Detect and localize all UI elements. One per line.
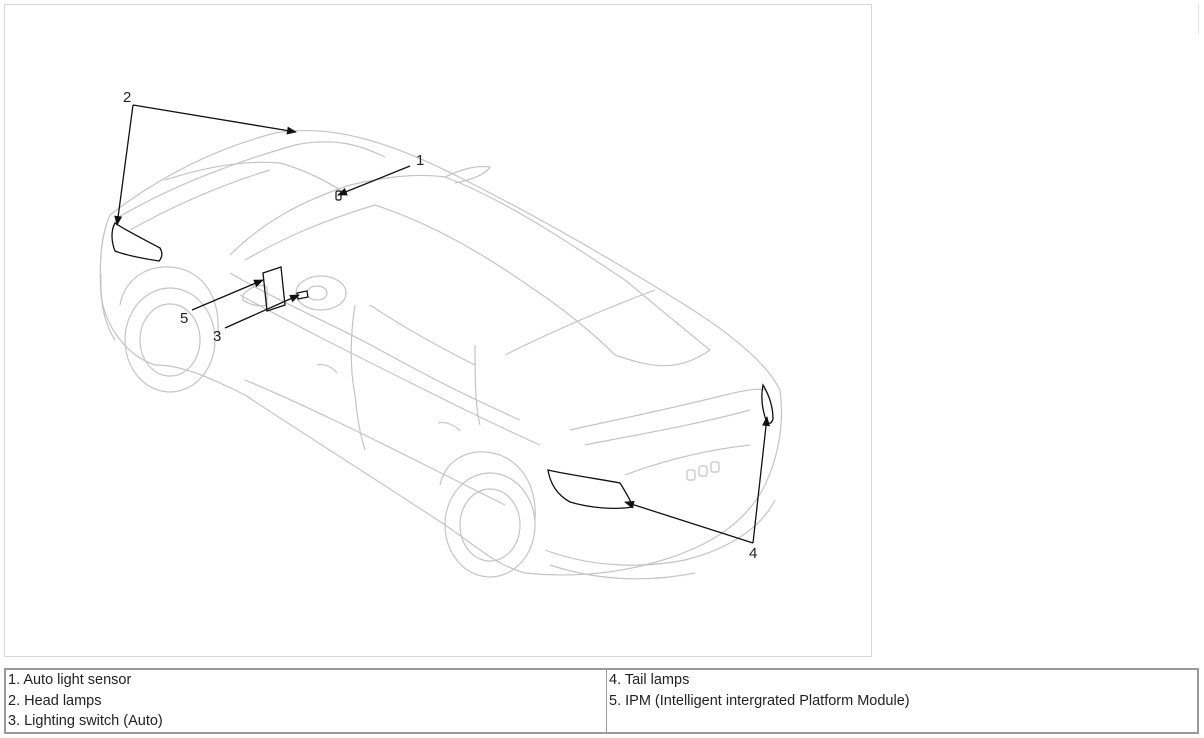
leader-1 [337,165,411,196]
legend-table: 1. Auto light sensor 2. Head lamps 3. Li… [4,668,1199,734]
ipm-part [262,266,286,312]
callout-5: 5 [180,310,188,327]
legend-column-left: 1. Auto light sensor 2. Head lamps 3. Li… [6,670,607,732]
callout-3: 3 [213,328,221,345]
leader-lines [114,104,770,544]
car-diagram: 1 2 3 4 5 [99,89,783,580]
callout-1: 1 [416,152,424,169]
legend-item: 1. Auto light sensor [8,672,132,688]
edge-divider [1198,4,1203,34]
legend-item: 4. Tail lamps [609,672,690,688]
legend-item: 2. Head lamps [8,692,102,709]
leader-2b [114,104,134,226]
leader-4b [752,416,770,544]
legend-column-right: 4. Tail lamps 5. IPM (Intelligent interg… [607,670,1197,732]
leader-4a [624,500,754,544]
leader-3 [224,294,300,329]
auto-light-sensor-part [335,190,342,201]
callout-4: 4 [749,545,757,562]
head-lamp-part [111,222,163,262]
leader-2a [132,104,297,135]
callout-2: 2 [123,89,131,106]
car-body-outline [99,130,783,580]
legend-item: 3. Lighting switch (Auto) [8,713,163,729]
legend-item: 5. IPM (Intelligent intergrated Platform… [609,692,910,709]
component-location-figure: 1 2 3 4 5 [4,4,872,657]
leader-5 [191,279,264,311]
